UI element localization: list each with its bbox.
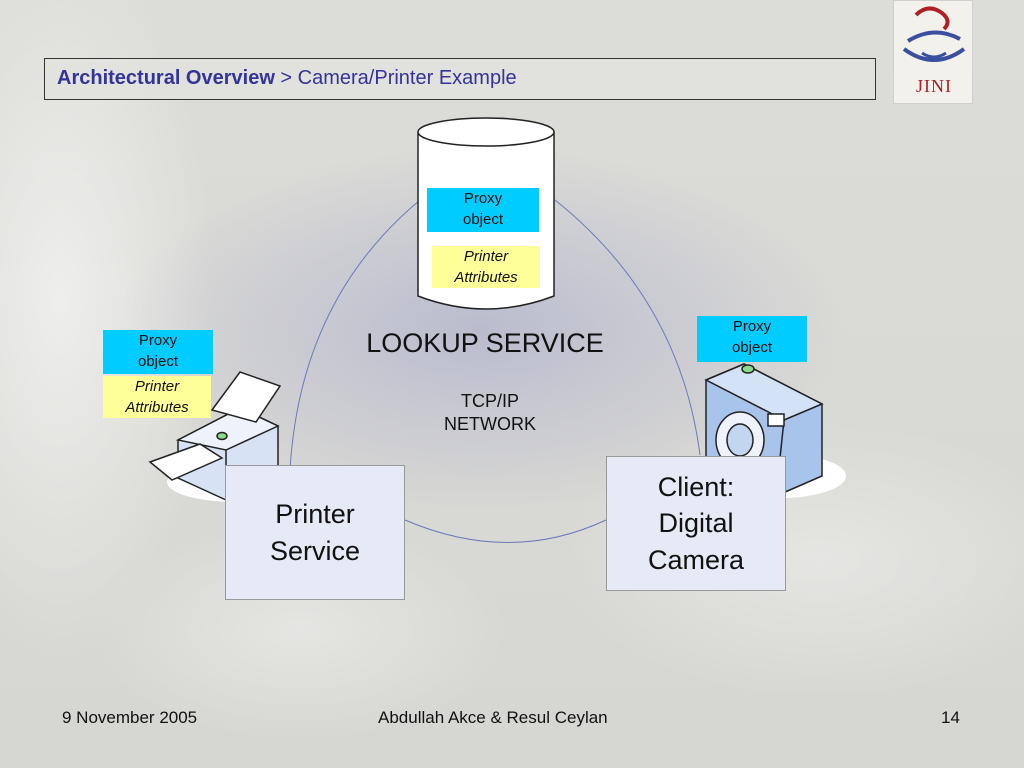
printer-attributes: Printer Attributes xyxy=(103,376,211,418)
lookup-proxy-object: Proxy object xyxy=(427,188,539,232)
title-rest: > Camera/Printer Example xyxy=(274,67,517,89)
jini-logo: JINI xyxy=(893,0,973,104)
jini-lamp-icon xyxy=(902,6,966,62)
footer-date: 9 November 2005 xyxy=(62,708,198,727)
camera-proxy-object: Proxy object xyxy=(697,316,807,362)
lookup-printer-attributes: Printer Attributes xyxy=(432,246,540,288)
footer-authors: Abdullah Akce & Resul Ceylan xyxy=(378,708,608,727)
footer-page-number: 14 xyxy=(941,708,960,727)
printer-attr-line1: Printer xyxy=(134,378,180,395)
client-line3: Camera xyxy=(647,544,745,575)
printer-attr-line2: Attributes xyxy=(125,399,189,416)
printer-proxy-line2: object xyxy=(137,353,179,370)
client-line1: Client: xyxy=(657,471,735,502)
printer-service-line1: Printer xyxy=(275,499,355,530)
printer-proxy-object: Proxy object xyxy=(103,330,213,374)
network-label: TCP/IP NETWORK xyxy=(400,390,580,437)
lookup-attr-line2: Attributes xyxy=(454,269,518,286)
network-line1: TCP/IP xyxy=(460,391,519,411)
slide-title: Architectural Overview > Camera/Printer … xyxy=(44,58,876,100)
lookup-proxy-line1: Proxy xyxy=(463,190,503,207)
logo-text: JINI xyxy=(916,76,952,96)
camera-proxy-line1: Proxy xyxy=(732,318,772,335)
client-camera-box: Client: Digital Camera xyxy=(606,456,786,591)
lookup-service-label: LOOKUP SERVICE xyxy=(366,328,604,358)
printer-service-box: Printer Service xyxy=(225,465,405,600)
printer-proxy-line1: Proxy xyxy=(138,332,178,349)
camera-proxy-line2: object xyxy=(731,339,773,356)
network-line2: NETWORK xyxy=(444,414,536,435)
network-arcs xyxy=(289,199,701,543)
printer-service-line2: Service xyxy=(269,535,361,566)
title-bold: Architectural Overview xyxy=(57,67,275,89)
client-line2: Digital xyxy=(658,508,734,539)
lookup-proxy-line2: object xyxy=(462,211,504,228)
lookup-attr-line1: Printer xyxy=(463,248,509,265)
